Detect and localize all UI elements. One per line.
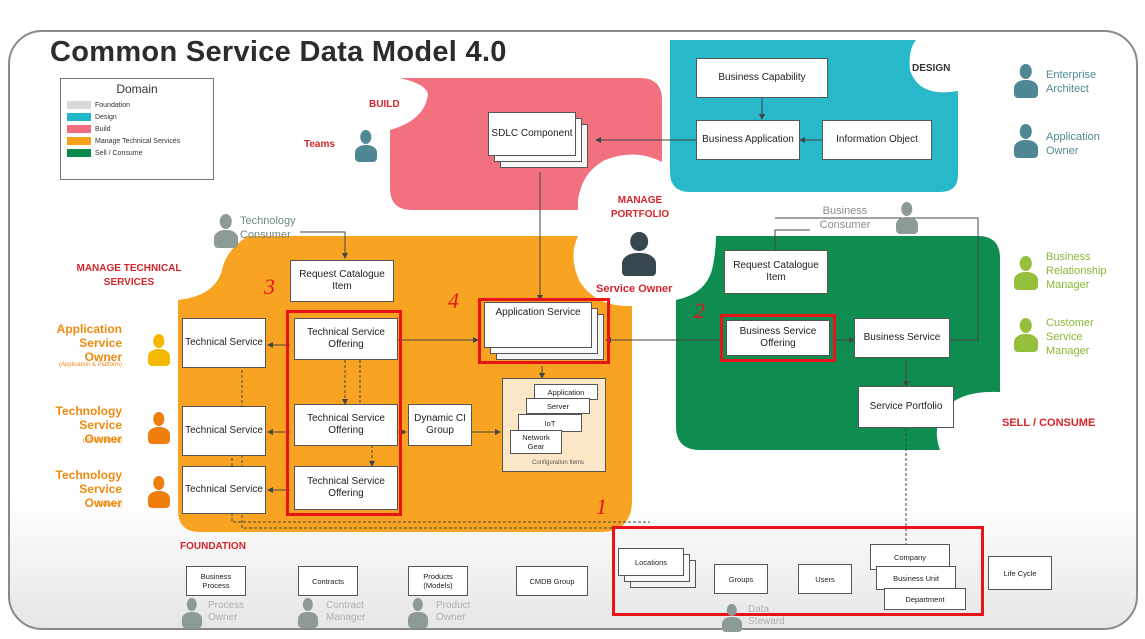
technology-consumer-person-icon xyxy=(214,214,238,248)
application-owner-label: Application Owner xyxy=(1046,131,1100,157)
technology-service-owner-delivery-person-icon xyxy=(148,476,170,508)
technology-service-owner-infra-label: Technology Service Owner xyxy=(55,404,122,446)
legend-item-sell-consume: Sell / Consume xyxy=(67,149,142,157)
enterprise-architect-label: Enterprise Architect xyxy=(1046,69,1097,95)
highlight-number-2: 2 xyxy=(694,298,705,323)
groups-box: Groups xyxy=(714,564,768,594)
highlight-number-4: 4 xyxy=(448,288,459,313)
technical-service-offering-box-1: Technical Service Offering xyxy=(294,318,398,360)
product-owner-person-icon xyxy=(408,598,428,628)
application-service-box: Application Service xyxy=(484,302,592,348)
sell-consume-domain-label: SELL / CONSUME xyxy=(1002,417,1096,429)
technical-service-offering-box-3: Technical Service Offering xyxy=(294,466,398,510)
diagram-title: Common Service Data Model 4.0 xyxy=(50,36,507,68)
design-domain-label: DESIGN xyxy=(912,63,951,74)
legend-item-design: Design xyxy=(67,113,117,121)
ci-server-box: Server xyxy=(526,398,590,414)
contracts-box: Contracts xyxy=(298,566,358,596)
highlight-box-2 xyxy=(720,314,836,362)
highlight-box-3 xyxy=(286,310,402,516)
highlight-box-4 xyxy=(478,298,610,364)
life-cycle-box: Life Cycle xyxy=(988,556,1052,590)
business-service-box: Business Service xyxy=(854,318,950,358)
ci-network-gear-box: Network Gear xyxy=(510,430,562,454)
dynamic-ci-group-box: Dynamic CI Group xyxy=(408,404,472,446)
sdlc-component-box: SDLC Component xyxy=(488,112,576,156)
application-owner-person-icon xyxy=(1014,124,1038,158)
technology-service-owner-delivery-sub: (Delivery) xyxy=(96,502,122,508)
legend-swatch xyxy=(67,113,91,121)
business-relationship-manager-person-icon xyxy=(1014,256,1038,290)
business-process-box: Business Process xyxy=(186,566,246,596)
service-portfolio-box: Service Portfolio xyxy=(858,386,954,428)
enterprise-architect-person-icon xyxy=(1014,64,1038,98)
products-models-box: Products (Models) xyxy=(408,566,468,596)
legend-label: Foundation xyxy=(95,101,131,109)
request-catalogue-item-biz-box: Request Catalogue Item xyxy=(724,250,828,294)
legend-label: Build xyxy=(95,125,111,133)
technical-service-box-1: Technical Service xyxy=(182,318,266,368)
ci-caption: Configuration Items xyxy=(532,460,585,466)
users-box: Users xyxy=(798,564,852,594)
product-owner-label: Product Owner xyxy=(436,600,471,623)
technology-consumer-label: Technology Consumer xyxy=(240,215,296,241)
technical-service-box-3: Technical Service xyxy=(182,466,266,514)
teams-person-icon xyxy=(355,130,377,162)
legend-title: Domain xyxy=(116,82,158,96)
contract-manager-person-icon xyxy=(298,598,318,628)
contract-manager-label: Contract Manager xyxy=(326,600,366,623)
legend-label: Manage Technical Services xyxy=(95,137,181,145)
data-steward-person-icon xyxy=(722,604,742,632)
manage-technical-services-label: MANAGE TECHNICAL SERVICES xyxy=(76,263,182,288)
business-application-box: Business Application xyxy=(696,120,800,160)
business-consumer-label: Business Consumer xyxy=(819,205,871,231)
legend-swatch xyxy=(67,149,91,157)
application-service-owner-sub: (Application & Platform) xyxy=(58,362,122,368)
service-owner-person-icon xyxy=(622,232,656,276)
customer-service-manager-person-icon xyxy=(1014,318,1038,352)
process-owner-person-icon xyxy=(182,598,202,628)
application-service-owner-label: Application Service Owner xyxy=(56,322,122,364)
application-service-owner-person-icon xyxy=(148,334,170,366)
cmdb-group-box: CMDB Group xyxy=(516,566,588,596)
legend-label: Sell / Consume xyxy=(95,149,143,157)
legend-item-manage-technical: Manage Technical Services xyxy=(67,137,180,145)
highlight-box-1 xyxy=(612,526,984,616)
customer-service-manager-label: Customer Service Manager xyxy=(1046,317,1094,357)
department-box: Department xyxy=(884,588,966,610)
business-service-offering-box: Business Service Offering xyxy=(726,320,830,356)
technical-service-box-2: Technical Service xyxy=(182,406,266,456)
foundation-domain-label: FOUNDATION xyxy=(180,541,246,552)
process-owner-label: Process Owner xyxy=(208,600,245,623)
legend-label: Design xyxy=(95,113,117,121)
data-steward-label: Data Steward xyxy=(748,604,785,627)
legend-item-foundation: Foundation xyxy=(67,101,130,109)
technology-service-owner-infra-sub: (Infrastructure) xyxy=(82,438,122,444)
manage-portfolio-label: MANAGE PORTFOLIO xyxy=(610,195,670,220)
teams-label: Teams xyxy=(304,139,335,150)
legend-swatch xyxy=(67,137,91,145)
technical-service-offering-box-2: Technical Service Offering xyxy=(294,404,398,446)
legend-item-build: Build xyxy=(67,125,111,133)
information-object-box: Information Object xyxy=(822,120,932,160)
legend-swatch xyxy=(67,125,91,133)
business-relationship-manager-label: Business Relationship Manager xyxy=(1046,251,1107,291)
legend-swatch xyxy=(67,101,91,109)
highlight-number-3: 3 xyxy=(264,274,275,299)
business-consumer-person-icon xyxy=(896,202,918,234)
request-catalogue-item-tech-box: Request Catalogue Item xyxy=(290,260,394,302)
service-owner-label: Service Owner xyxy=(596,283,673,295)
highlight-number-1: 1 xyxy=(596,494,607,519)
technology-service-owner-delivery-label: Technology Service Owner xyxy=(55,468,122,510)
build-domain-label: BUILD xyxy=(369,99,400,110)
locations-box: Locations xyxy=(618,548,684,576)
domain-legend: Domain Foundation Design Build Manage Te… xyxy=(60,78,214,180)
business-capability-box: Business Capability xyxy=(696,58,828,98)
technology-service-owner-infra-person-icon xyxy=(148,412,170,444)
